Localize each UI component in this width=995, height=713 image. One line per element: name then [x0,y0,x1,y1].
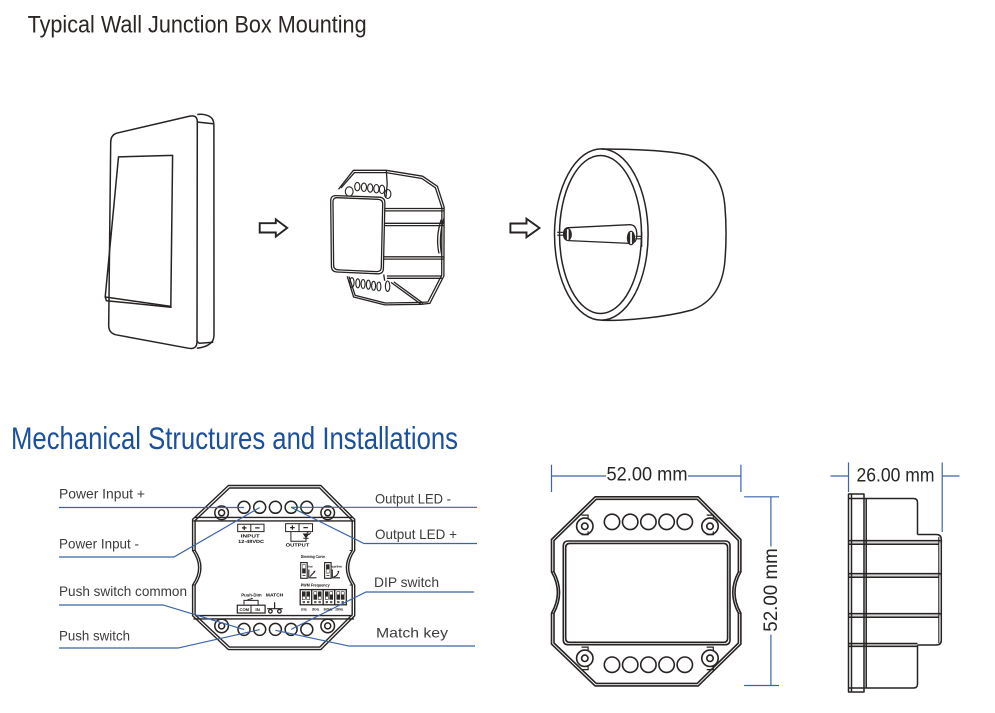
svg-text:MATCH: MATCH [266,592,284,597]
svg-text:500Hz: 500Hz [324,607,333,611]
svg-text:Push switch common: Push switch common [59,583,187,599]
svg-text:Dimming Curve: Dimming Curve [301,554,326,559]
svg-text:12-48VDC: 12-48VDC [238,539,265,544]
svg-text:Push-Dim: Push-Dim [241,592,261,597]
svg-text:52.00 mm: 52.00 mm [607,465,688,486]
svg-text:Power Input +: Power Input + [59,486,145,502]
svg-text:Output LED +: Output LED + [375,526,457,542]
svg-text:Match key: Match key [376,625,448,641]
svg-text:Push switch: Push switch [59,628,130,644]
svg-text:COM: COM [240,607,250,612]
svg-text:1KHz: 1KHz [301,607,307,611]
svg-text:26.00 mm: 26.00 mm [857,466,935,487]
svg-text:INPUT: INPUT [241,533,260,538]
svg-text:logarithmic: logarithmic [331,565,342,569]
svg-text:2KHz: 2KHz [312,607,320,611]
svg-text:IN: IN [255,607,260,612]
svg-text:52.00 mm: 52.00 mm [761,548,782,632]
svg-text:Power Input -: Power Input - [59,536,139,552]
svg-text:Typical Wall Junction Box Moun: Typical Wall Junction Box Mounting [28,11,367,38]
svg-text:OUTPUT: OUTPUT [286,543,310,548]
svg-text:Output LED -: Output LED - [375,491,451,507]
svg-text:Mechanical Structures and Inst: Mechanical Structures and Installations [11,420,458,456]
svg-text:linear: linear [308,565,313,569]
svg-text:DIP switch: DIP switch [374,574,439,590]
svg-text:200Hz: 200Hz [335,607,343,611]
svg-text:PWM Frequency: PWM Frequency [301,582,331,587]
